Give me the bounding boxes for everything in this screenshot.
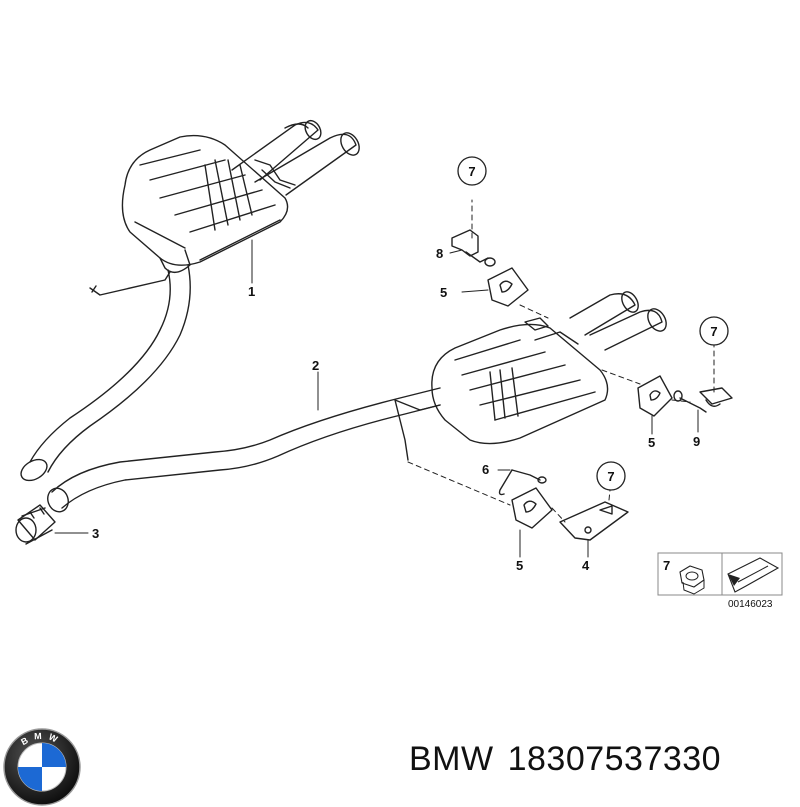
upper-bracket-8: [451, 229, 496, 267]
callout-3: 3: [92, 526, 99, 541]
callout-1: 1: [248, 284, 255, 299]
svg-text:7: 7: [607, 469, 614, 484]
brand-part-number: BMW 18307537330: [409, 740, 735, 779]
legend-number: 7: [663, 558, 670, 573]
svg-text:7: 7: [468, 164, 475, 179]
clamp: [15, 504, 56, 545]
callout-5-right: 5: [648, 435, 655, 450]
rubber-mount-upper: [487, 267, 529, 307]
legend-box: 7 00146023: [657, 552, 783, 610]
center-pipe: [47, 387, 441, 513]
callout-6: 6: [482, 462, 489, 477]
bracket-9: [673, 387, 733, 413]
callout-2: 2: [312, 358, 319, 373]
callout-7-right: 7: [699, 316, 729, 346]
callout-5-lower: 5: [516, 558, 523, 573]
part-number: 18307537330: [507, 740, 722, 778]
bracket-4: [559, 501, 629, 541]
callout-9: 9: [693, 434, 700, 449]
callout-5-upper: 5: [440, 285, 447, 300]
svg-text:7: 7: [710, 324, 717, 339]
lower-muffler: [394, 291, 667, 461]
brand-name: BMW: [409, 740, 494, 778]
diagram-code: 00146023: [728, 599, 773, 610]
rubber-mount-right: [637, 375, 673, 417]
callout-7-lower: 7: [596, 461, 626, 491]
guide-lines: [407, 199, 715, 523]
callout-4: 4: [582, 558, 590, 573]
hanger-6: [498, 469, 547, 496]
bmw-logo: BMW: [3, 728, 81, 806]
rubber-mount-lower: [511, 487, 553, 529]
callout-7-top: 7: [457, 156, 487, 186]
arrow-icon: [727, 557, 780, 593]
left-pipe: [20, 264, 191, 482]
upper-muffler: [89, 119, 360, 296]
leader-lines: [54, 239, 699, 558]
callout-8: 8: [436, 246, 443, 261]
nut-icon: [679, 565, 705, 595]
